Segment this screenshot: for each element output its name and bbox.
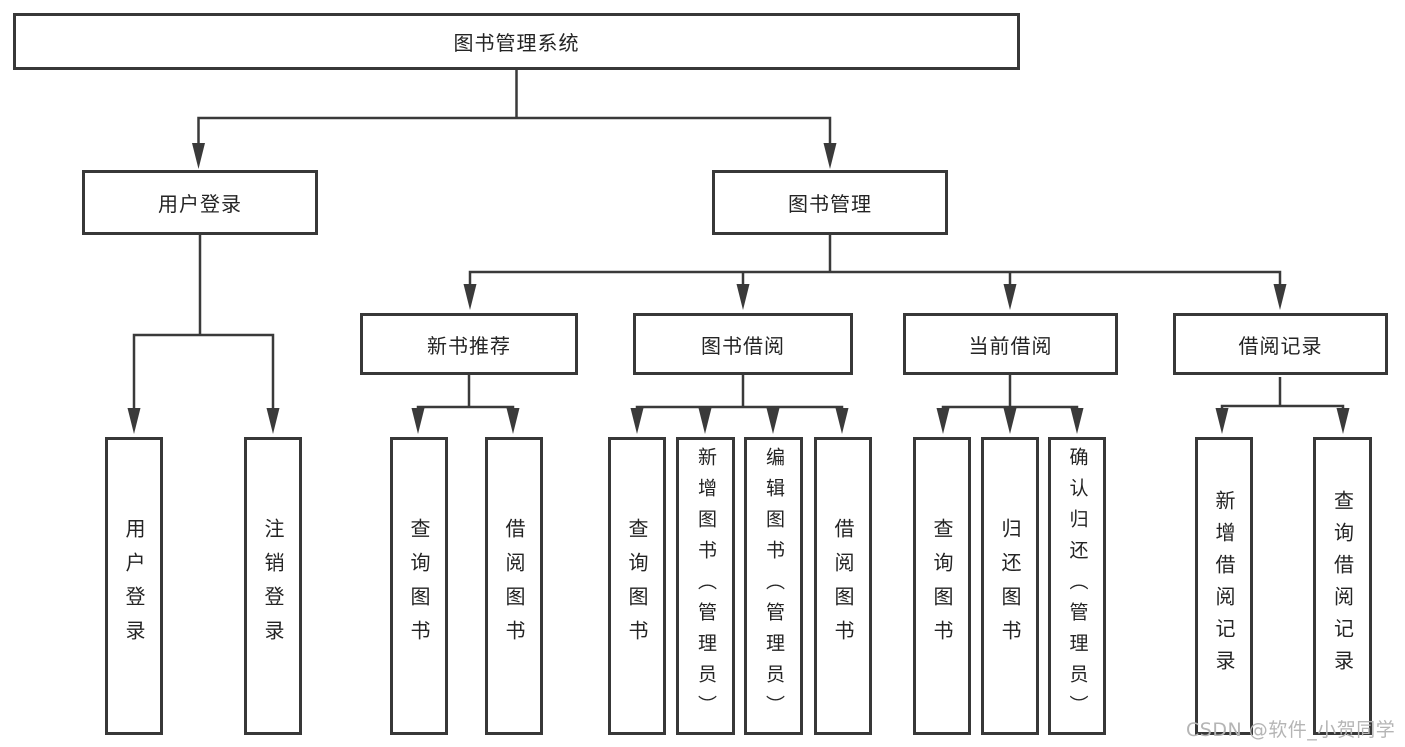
leaf-borrow-books: 借阅图书 (814, 437, 872, 735)
leaf-label: 借阅图书 (831, 518, 855, 654)
leaf-label: 归还图书 (998, 518, 1022, 654)
leaf-return-books: 归还图书 (981, 437, 1039, 735)
leaf-label: 借阅图书 (502, 518, 526, 654)
node-root: 图书管理系统 (13, 13, 1020, 70)
watermark: CSDN @软件_小贺同学 (1186, 719, 1396, 741)
leaf-label: 查询借阅记录 (1330, 490, 1355, 682)
leaf-borrow-books-recommend: 借阅图书 (485, 437, 543, 735)
leaf-add-borrow-record: 新增借阅记录 (1195, 437, 1253, 735)
leaf-add-books-admin: 新增图书（管理员） (676, 437, 735, 735)
leaf-query-books-current: 查询图书 (913, 437, 971, 735)
leaf-label: 新增图书（管理员） (695, 446, 717, 726)
leaf-query-books-borrowing: 查询图书 (608, 437, 666, 735)
leaf-confirm-return-admin: 确认归还（管理员） (1048, 437, 1106, 735)
node-book-borrowing: 图书借阅 (633, 313, 853, 375)
node-user-login: 用户登录 (82, 170, 318, 235)
node-borrowing-records: 借阅记录 (1173, 313, 1388, 375)
leaf-label: 查询图书 (930, 518, 954, 654)
node-current-borrowing: 当前借阅 (903, 313, 1118, 375)
leaf-label: 注销登录 (261, 518, 285, 654)
leaf-query-books-recommend: 查询图书 (390, 437, 448, 735)
node-new-book-recommend: 新书推荐 (360, 313, 578, 375)
leaf-query-borrow-record: 查询借阅记录 (1313, 437, 1372, 735)
node-book-management: 图书管理 (712, 170, 948, 235)
leaf-edit-books-admin: 编辑图书（管理员） (744, 437, 803, 735)
leaf-label: 确认归还（管理员） (1066, 446, 1089, 726)
leaf-label: 用户登录 (122, 518, 146, 654)
leaf-label: 查询图书 (625, 518, 649, 654)
leaf-label: 查询图书 (407, 518, 431, 654)
leaf-label: 新增借阅记录 (1212, 490, 1236, 682)
leaf-user-login: 用户登录 (105, 437, 163, 735)
leaf-logout: 注销登录 (244, 437, 302, 735)
leaf-label: 编辑图书（管理员） (763, 446, 785, 726)
